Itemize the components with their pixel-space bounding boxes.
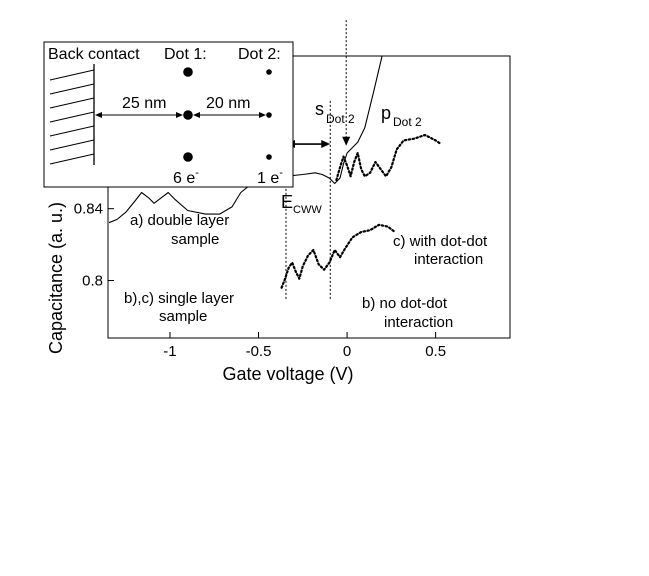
annotation-bc-line1: b),c) single layer xyxy=(124,290,234,307)
series-group xyxy=(109,56,442,289)
distance-arrow-25nm xyxy=(95,112,183,118)
annotation-c-line1: c) with dot-dot xyxy=(393,233,488,250)
inset-schematic: Back contact Dot 1: Dot 2: xyxy=(43,41,294,188)
back-contact-hatching xyxy=(49,69,95,165)
plot-frame xyxy=(107,55,511,339)
x-tick-label: 0.5 xyxy=(425,343,446,360)
dot1-middle xyxy=(183,110,193,120)
p-dot2-subscript: Dot 2 xyxy=(393,115,422,129)
inset-distance-25nm: 25 nm xyxy=(122,95,166,112)
dot2-middle xyxy=(266,112,272,118)
annotation-b-line2: interaction xyxy=(384,314,453,331)
inset-distance-20nm: 20 nm xyxy=(206,95,250,112)
p-dot2-label: p xyxy=(381,103,391,123)
e-cww-subscript: CWW xyxy=(293,204,322,216)
annotation-bc-line2: sample xyxy=(159,308,207,325)
series-a-line xyxy=(109,56,383,224)
s-dot2-arrow-head xyxy=(342,136,351,146)
inset-dot1-electrons: 6 e- xyxy=(173,167,199,187)
s-dot2-subscript: Dot 2 xyxy=(326,112,355,126)
dot1-top xyxy=(183,67,193,77)
ecww-arrow-right-head xyxy=(321,140,331,149)
inset-dot2-label: Dot 2: xyxy=(238,46,281,63)
marker-group xyxy=(285,20,351,301)
dot2-top xyxy=(266,69,272,75)
x-tick-label: -1 xyxy=(163,343,176,360)
x-tick-label: -0.5 xyxy=(246,343,272,360)
dot1-bottom xyxy=(183,152,193,162)
annotation-a-line2: sample xyxy=(171,231,219,248)
y-tick-label: 0.84 xyxy=(74,201,103,218)
inset-dot1-label: Dot 1: xyxy=(164,46,207,63)
annotation-a-line1: a) double layer xyxy=(130,212,229,229)
inset-back-contact-label: Back contact xyxy=(48,46,140,63)
dot2-bottom xyxy=(266,154,272,160)
distance-arrow-20nm xyxy=(193,112,266,118)
series-b-line xyxy=(280,223,396,289)
annotation-c-line2: interaction xyxy=(414,251,483,268)
series-c-line xyxy=(335,133,442,181)
annotation-b-line1: b) no dot-dot xyxy=(362,295,448,312)
y-axis-label: Capacitance (a. u.) xyxy=(46,202,66,354)
y-tick-label: 0.8 xyxy=(82,273,103,290)
s-dot2-label: s xyxy=(315,99,324,119)
e-cww-label: E xyxy=(281,192,293,212)
inset-dot2-electrons: 1 e- xyxy=(257,167,283,187)
x-tick-label: 0 xyxy=(343,343,351,360)
x-axis-label: Gate voltage (V) xyxy=(222,364,353,384)
